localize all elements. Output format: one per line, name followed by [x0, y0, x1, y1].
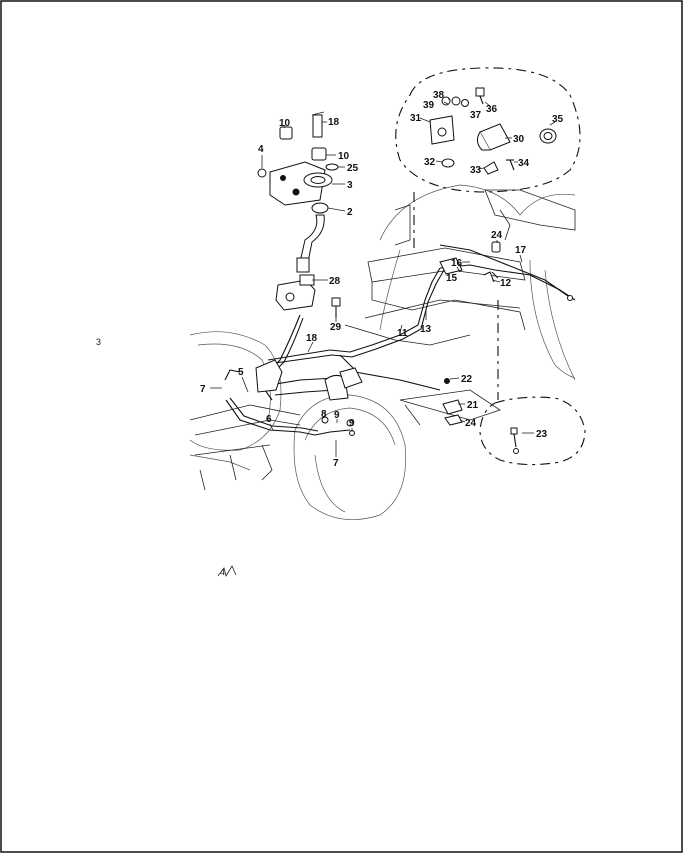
callout-15: 15	[446, 273, 458, 284]
callout-9-a: 9	[334, 410, 340, 421]
callout-32: 32	[424, 157, 436, 168]
callout-24-lower: 24	[465, 418, 477, 429]
stray-mark-left: 3	[96, 337, 101, 347]
callout-16: 16	[451, 258, 463, 269]
callout-18-mid: 18	[306, 333, 318, 344]
callout-29: 29	[330, 322, 342, 333]
stray-scribble	[217, 565, 237, 578]
callout-36: 36	[486, 104, 498, 115]
brake-lines	[224, 244, 576, 436]
callout-7-lower: 7	[333, 458, 339, 469]
callout-17: 17	[515, 245, 527, 256]
callout-35: 35	[552, 114, 564, 125]
callout-3: 3	[347, 180, 353, 191]
callout-13: 13	[420, 324, 432, 335]
callout-9-b: 9	[349, 418, 355, 429]
callout-33: 33	[470, 165, 482, 176]
callout-21: 21	[467, 400, 479, 411]
callout-37: 37	[470, 110, 482, 121]
parts	[255, 87, 573, 454]
callout-31: 31	[410, 113, 422, 124]
callout-25: 25	[347, 163, 359, 174]
callout-39: 39	[423, 100, 435, 111]
callout-30: 30	[513, 134, 525, 145]
callout-22: 22	[461, 374, 473, 385]
vehicle-frame	[189, 184, 576, 521]
callout-labels: 2 3 4 5 6 7 7 8 9 9 10 10 11 12 13 15 16…	[200, 90, 564, 469]
leader-lines	[210, 98, 556, 457]
callout-34: 34	[518, 158, 530, 169]
callout-18-top: 18	[328, 117, 340, 128]
callout-23: 23	[536, 429, 548, 440]
callout-8: 8	[321, 409, 327, 420]
stray-mark-bottom: 4	[220, 567, 225, 577]
callout-38: 38	[433, 90, 445, 101]
callout-6: 6	[266, 414, 272, 425]
callout-11: 11	[397, 328, 408, 339]
callout-10-top: 10	[279, 118, 291, 129]
callout-2: 2	[347, 207, 353, 218]
detail-circles	[395, 67, 586, 466]
callout-7-left: 7	[200, 384, 206, 395]
callout-28: 28	[329, 276, 341, 287]
callout-5: 5	[238, 367, 244, 378]
callout-24-upper: 24	[491, 230, 503, 241]
callout-10-mid: 10	[338, 151, 350, 162]
callout-12: 12	[500, 278, 512, 289]
callout-4: 4	[258, 144, 264, 155]
